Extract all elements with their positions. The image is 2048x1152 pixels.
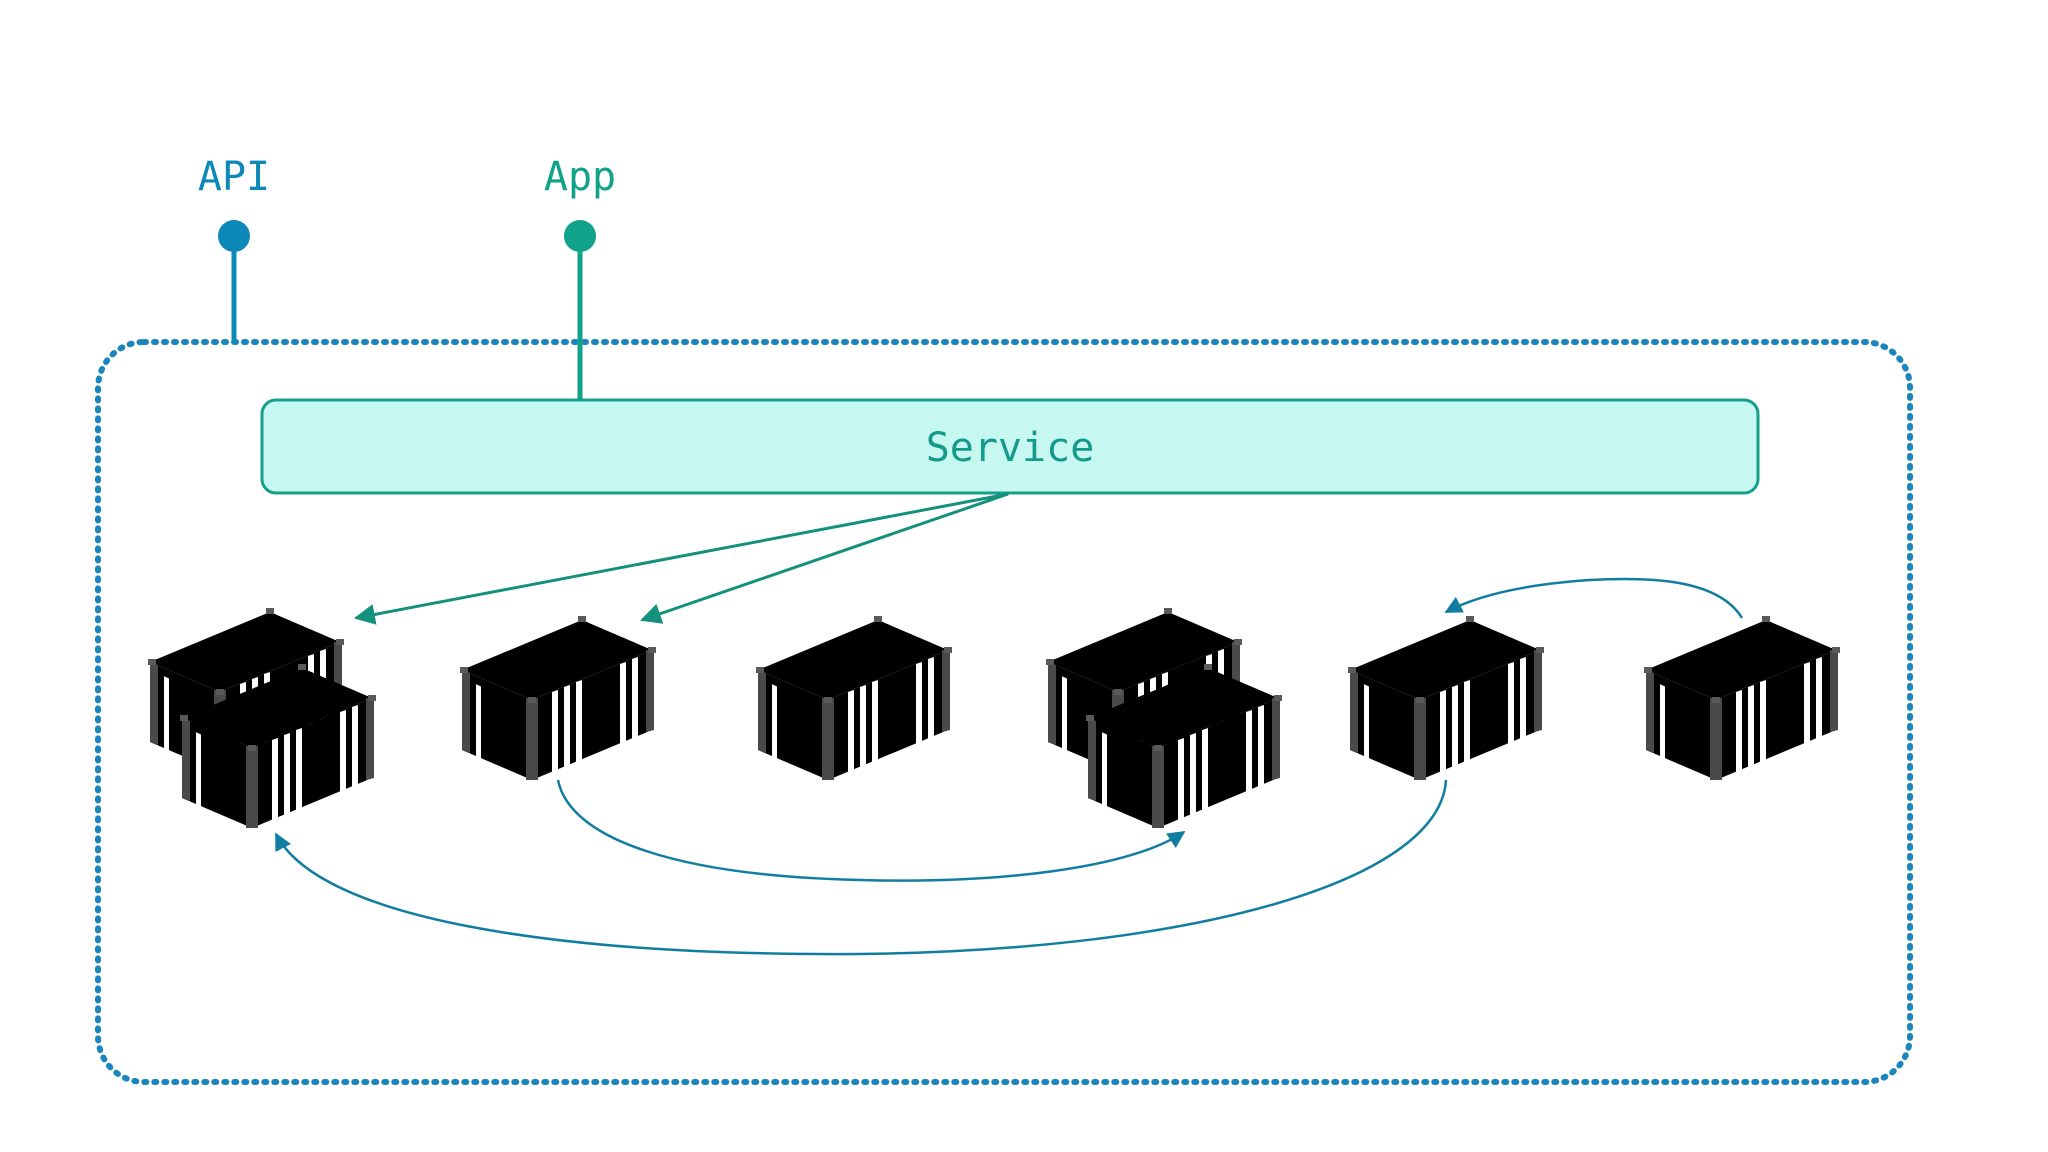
migration-arrows	[274, 577, 1744, 956]
container-orange-3[interactable]	[1348, 616, 1544, 780]
service-arrow-to-first-pod	[353, 492, 1009, 625]
migration-arrow-orange-to-blue-stack	[274, 779, 1448, 956]
containers	[148, 608, 1840, 828]
cluster-boundary	[95, 339, 1913, 1085]
container-orange-1[interactable]	[756, 616, 952, 780]
service-box[interactable]: Service	[260, 398, 1760, 495]
app-endpoint-dot[interactable]	[564, 220, 596, 252]
container-blue-3[interactable]	[1644, 616, 1840, 780]
app-label: App	[544, 154, 616, 200]
migration-arrow-blue-to-orange-stack	[556, 779, 1186, 882]
service-arrow-to-second-pod	[640, 492, 1009, 624]
service-label: Service	[926, 425, 1095, 471]
api-endpoint-dot[interactable]	[218, 220, 250, 252]
api-label: API	[198, 154, 270, 200]
migration-arrow-right-to-orange	[1444, 577, 1744, 619]
app-endpoint[interactable]: App	[544, 154, 616, 400]
service-routing-arrows	[353, 492, 1009, 625]
service-rect[interactable]	[260, 398, 1760, 495]
api-endpoint[interactable]: API	[198, 154, 270, 342]
container-blue-2[interactable]	[460, 616, 656, 780]
